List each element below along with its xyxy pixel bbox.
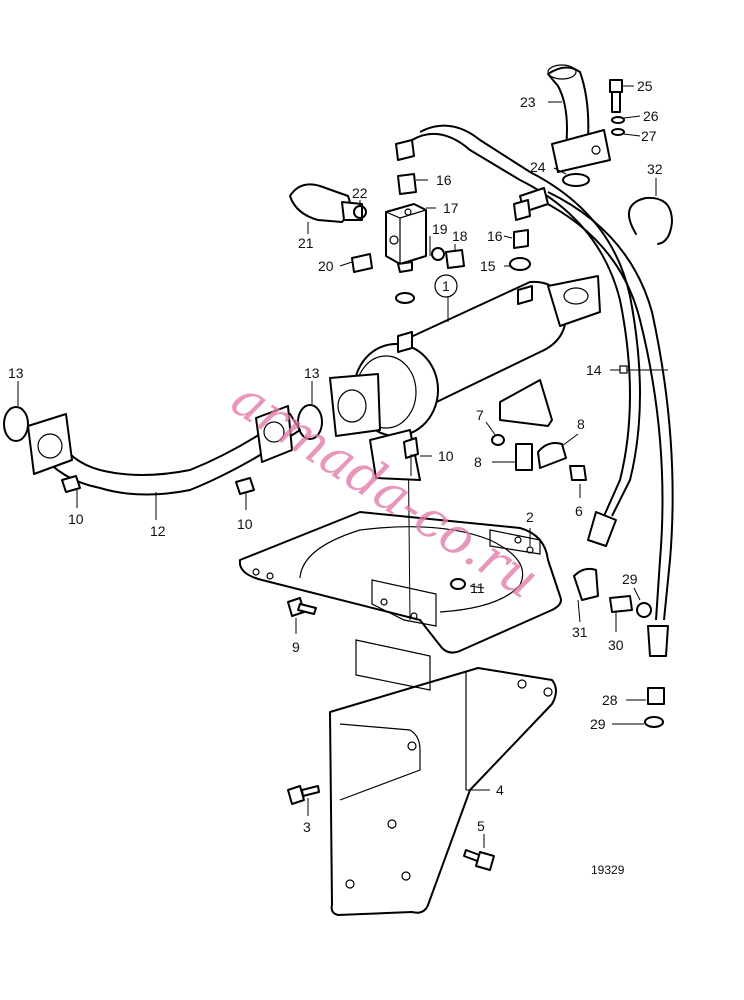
callout-circle-1 <box>434 274 458 298</box>
elbow-pipe-23 <box>547 64 611 173</box>
callout-10-middle: 10 <box>237 516 253 532</box>
adapter-30 <box>609 595 633 613</box>
callout-26: 26 <box>643 108 659 124</box>
screw-10-middle <box>235 477 255 495</box>
callout-1: 1 <box>442 278 450 294</box>
callout-11: 11 <box>470 580 485 596</box>
callout-22: 22 <box>352 185 368 201</box>
washer-29-upper <box>636 602 652 618</box>
screw-3 <box>287 785 320 805</box>
callout-10-exchanger: 10 <box>438 448 454 464</box>
heat-exchanger-1 <box>329 275 601 481</box>
callout-24: 24 <box>530 159 546 175</box>
nipple-16-lower <box>513 229 529 249</box>
callout-7: 7 <box>476 407 484 423</box>
screw-5 <box>463 849 495 871</box>
adapter-28 <box>647 687 665 705</box>
screw-6 <box>569 465 587 481</box>
callout-29-upper: 29 <box>622 571 638 587</box>
hose-callout-box <box>619 365 628 374</box>
callout-23: 23 <box>520 94 536 110</box>
callout-8-right: 8 <box>577 416 585 432</box>
screw-25 <box>609 79 623 113</box>
callout-9: 9 <box>292 639 300 655</box>
nut-7 <box>491 434 505 446</box>
sensor-21 <box>289 183 363 223</box>
washer-under-block <box>395 292 415 304</box>
callout-27: 27 <box>641 128 657 144</box>
o-ring-24 <box>562 173 590 187</box>
base-plate-2 <box>238 419 562 654</box>
plug-20 <box>351 253 373 273</box>
callout-labels: 1 2 3 4 5 6 7 8 8 9 10 10 10 11 12 13 13… <box>8 78 663 877</box>
screw-10-left <box>61 475 81 493</box>
washer-26 <box>611 116 625 124</box>
callout-10-left: 10 <box>68 511 84 527</box>
callout-13-left: 13 <box>8 365 24 381</box>
washer-15 <box>509 257 531 271</box>
washer-27 <box>611 128 625 136</box>
callout-13-right: 13 <box>304 365 320 381</box>
callout-30: 30 <box>608 637 624 653</box>
callout-18: 18 <box>452 228 468 244</box>
callout-5: 5 <box>477 818 485 834</box>
washer-29-lower <box>644 716 664 728</box>
screw-10-exchanger <box>403 437 419 476</box>
o-ring-13-right <box>297 404 323 440</box>
callout-20: 20 <box>318 258 334 274</box>
callout-6: 6 <box>575 503 583 519</box>
callout-2: 2 <box>526 509 534 525</box>
callout-21: 21 <box>298 235 314 251</box>
callout-25: 25 <box>637 78 653 94</box>
callout-3: 3 <box>303 819 311 835</box>
callout-12: 12 <box>150 523 166 539</box>
hose-clamp-32 <box>627 196 673 245</box>
clamp-8-left <box>515 443 533 471</box>
callout-15: 15 <box>480 258 496 274</box>
mounting-bracket-4 <box>329 639 557 916</box>
callout-31: 31 <box>572 624 588 640</box>
plug-18 <box>445 249 465 269</box>
o-ring-13-left <box>3 406 29 442</box>
nipple-16-right <box>513 199 531 221</box>
leader-lines <box>17 85 668 848</box>
figure-number: 19329 <box>591 863 625 877</box>
washer-19 <box>431 247 445 261</box>
screw-9 <box>287 597 317 617</box>
callout-32: 32 <box>647 161 663 177</box>
callout-28: 28 <box>602 692 618 708</box>
elbow-31 <box>573 567 599 601</box>
callout-4: 4 <box>496 782 504 798</box>
callout-16-right: 16 <box>487 228 503 244</box>
nut-11 <box>450 578 466 590</box>
callout-16-top: 16 <box>436 172 452 188</box>
callout-17: 17 <box>443 200 459 216</box>
nipple-16-top <box>395 139 417 195</box>
callout-8-left: 8 <box>474 454 482 470</box>
clamp-8-right <box>537 442 567 469</box>
callout-29-lower: 29 <box>590 716 606 732</box>
callout-19: 19 <box>432 221 448 237</box>
connection-block-17 <box>385 203 427 273</box>
callout-14: 14 <box>586 362 602 378</box>
